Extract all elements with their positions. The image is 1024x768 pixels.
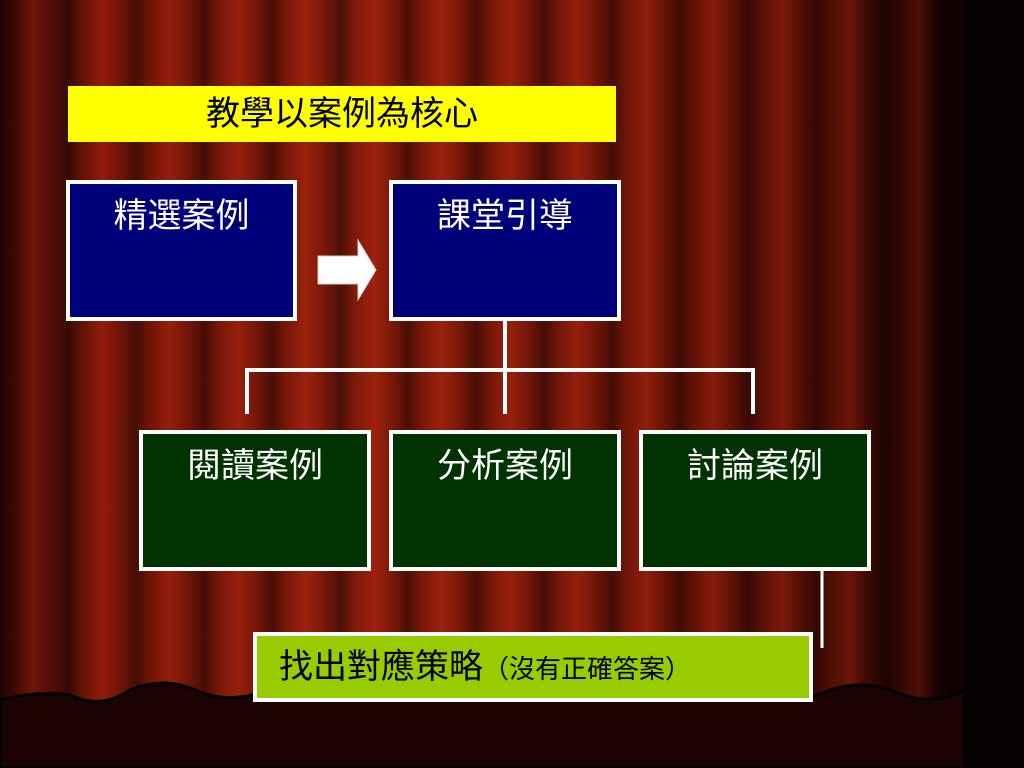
strategy-note-main: 找出對應策略: [279, 647, 483, 687]
strategy-note-paren: （沒有正確答案）: [483, 655, 692, 685]
strategy-note: 找出對應策略（沒有正確答案）: [253, 632, 813, 702]
page-title: 教學以案例為核心: [68, 86, 616, 142]
box-class-guidance: 課堂引導: [389, 180, 621, 321]
box-read-cases: 閱讀案例: [139, 430, 371, 571]
box-discuss-cases: 討論案例: [639, 430, 871, 571]
box-analyze-cases: 分析案例: [389, 430, 621, 571]
right-arrow-icon: [317, 238, 377, 302]
box-select-cases: 精選案例: [66, 180, 297, 321]
